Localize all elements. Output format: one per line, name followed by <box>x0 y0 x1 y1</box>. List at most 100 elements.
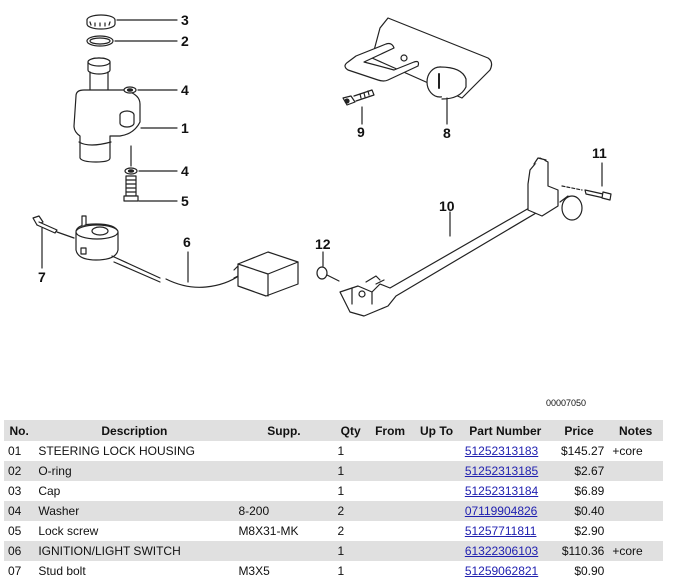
part-screw-drawing <box>561 162 612 201</box>
cell-part-number: 51252313183 <box>460 441 550 461</box>
table-row: 04 Washer 8-200 2 07119904826 $0.40 <box>4 501 663 521</box>
cell-description: Stud bolt <box>34 561 235 581</box>
callout-label: 8 <box>443 125 451 141</box>
parts-table: No. Description Supp. Qty From Up To Par… <box>4 420 663 581</box>
table-row: 06 IGNITION/LIGHT SWITCH 1 61322306103 $… <box>4 541 663 561</box>
callout-label: 4 <box>181 82 189 98</box>
callout-label: 11 <box>592 145 607 161</box>
table-row: 03 Cap 1 51252313184 $6.89 <box>4 481 663 501</box>
cell-up-to <box>412 501 461 521</box>
cell-notes <box>608 561 663 581</box>
part-number-link[interactable]: 51252313184 <box>464 484 539 498</box>
cell-price: $145.27 <box>549 441 609 461</box>
header-supp: Supp. <box>234 420 334 441</box>
cell-supp <box>234 461 334 481</box>
parts-diagram: 3 2 4 1 4 5 6 7 8 9 10 11 12 00007050 <box>32 12 612 408</box>
cell-qty: 2 <box>333 521 368 541</box>
cell-notes <box>608 481 663 501</box>
cell-description: Lock screw <box>34 521 235 541</box>
cell-part-number: 61322306103 <box>460 541 550 561</box>
table-header-row: No. Description Supp. Qty From Up To Par… <box>4 420 663 441</box>
cell-up-to <box>412 441 461 461</box>
header-up-to: Up To <box>412 420 461 441</box>
cell-part-number: 51252313185 <box>460 461 550 481</box>
header-no: No. <box>4 420 35 441</box>
part-number-link[interactable]: 07119904826 <box>464 504 538 518</box>
table-row: 05 Lock screw M8X31-MK 2 51257711811 $2.… <box>4 521 663 541</box>
cell-up-to <box>412 561 461 581</box>
callout-label: 4 <box>181 163 189 179</box>
part-lock-screw-drawing <box>123 175 139 202</box>
cell-notes: +core <box>608 541 663 561</box>
cell-qty: 1 <box>333 461 368 481</box>
cell-supp: M3X5 <box>234 561 334 581</box>
cell-supp <box>234 481 334 501</box>
cell-price: $2.90 <box>549 521 609 541</box>
cell-from <box>367 441 413 461</box>
header-price: Price <box>549 420 609 441</box>
cell-description: IGNITION/LIGHT SWITCH <box>34 541 235 561</box>
part-washer-drawing <box>123 86 138 175</box>
cell-no: 06 <box>4 541 35 561</box>
leader-lines <box>114 19 178 202</box>
callout-label: 7 <box>38 269 46 285</box>
cell-price: $110.36 <box>549 541 609 561</box>
exploded-view-drawing <box>32 14 612 317</box>
part-number-link[interactable]: 51252313183 <box>464 444 539 458</box>
cell-price: $0.90 <box>549 561 609 581</box>
cell-description: O-ring <box>34 461 235 481</box>
part-number-link[interactable]: 51259062821 <box>464 564 539 578</box>
cell-part-number: 51257711811 <box>460 521 550 541</box>
callout-label: 1 <box>181 120 189 136</box>
callout-label: 10 <box>439 198 455 214</box>
part-ignition-switch-drawing <box>75 215 299 297</box>
cell-no: 01 <box>4 441 35 461</box>
cell-no: 03 <box>4 481 35 501</box>
cell-no: 07 <box>4 561 35 581</box>
cell-from <box>367 481 413 501</box>
callout-label: 9 <box>357 124 365 140</box>
cell-supp <box>234 441 334 461</box>
callout-label: 6 <box>183 234 191 250</box>
cell-qty: 1 <box>333 541 368 561</box>
part-bolt-drawing <box>342 89 375 125</box>
cell-description: Cap <box>34 481 235 501</box>
cell-no: 02 <box>4 461 35 481</box>
cell-from <box>367 561 413 581</box>
callout-label: 5 <box>181 193 189 209</box>
cell-part-number: 51259062821 <box>460 561 550 581</box>
cell-notes: +core <box>608 441 663 461</box>
cell-up-to <box>412 461 461 481</box>
header-notes: Notes <box>608 420 663 441</box>
cell-from <box>367 521 413 541</box>
header-part-number: Part Number <box>460 420 550 441</box>
cell-from <box>367 461 413 481</box>
header-qty: Qty <box>333 420 368 441</box>
cell-qty: 2 <box>333 501 368 521</box>
part-number-link[interactable]: 61322306103 <box>464 544 539 558</box>
part-nut-drawing <box>316 251 340 282</box>
part-housing-drawing <box>73 57 141 163</box>
callout-label: 3 <box>181 12 189 28</box>
part-oring-drawing <box>86 35 114 47</box>
part-number-link[interactable]: 51252313185 <box>464 464 539 478</box>
cell-description: Washer <box>34 501 235 521</box>
cell-supp <box>234 541 334 561</box>
cell-part-number: 51252313184 <box>460 481 550 501</box>
cell-supp: M8X31-MK <box>234 521 334 541</box>
table-row: 01 STEERING LOCK HOUSING 1 51252313183 $… <box>4 441 663 461</box>
part-stud-bolt-drawing <box>32 215 75 269</box>
cell-notes <box>608 501 663 521</box>
cell-price: $6.89 <box>549 481 609 501</box>
cell-qty: 1 <box>333 481 368 501</box>
part-number-link[interactable]: 51257711811 <box>464 524 537 538</box>
header-description: Description <box>34 420 235 441</box>
part-bracket-drawing <box>344 17 493 125</box>
cell-up-to <box>412 481 461 501</box>
cell-from <box>367 501 413 521</box>
cell-no: 05 <box>4 521 35 541</box>
header-from: From <box>367 420 413 441</box>
cell-qty: 1 <box>333 561 368 581</box>
part-lock-rod-drawing <box>339 157 583 317</box>
cell-up-to <box>412 541 461 561</box>
